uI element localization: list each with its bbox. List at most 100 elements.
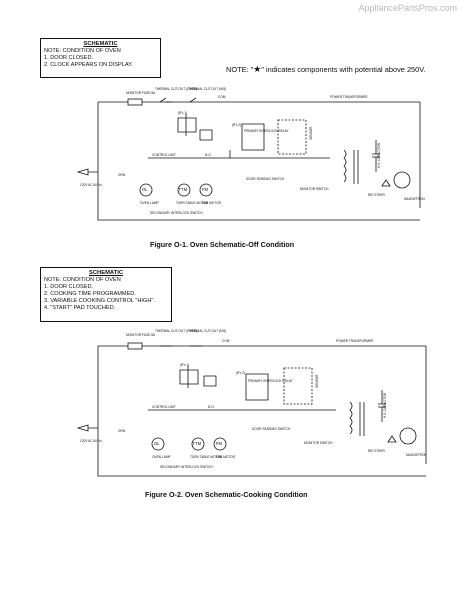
ry2-label: (RY-2) — [236, 371, 245, 375]
note-line: 2. COOKING TIME PROGRAMMED. — [44, 291, 136, 297]
hv-capacitor — [372, 140, 380, 172]
monitor-fuse-label: MONITOR FUSE 8A — [126, 91, 156, 95]
thermal-cutout-oven-label: THERMAL CUT-OUT (OVEN) — [155, 87, 197, 91]
rectifier-label: RECTIFIER — [368, 193, 386, 197]
high-voltage-note-suffix: " indicates components with potential ab… — [261, 65, 426, 74]
primary-interlock-label: PRIMARY INTERLOCK RELAY — [244, 129, 290, 133]
monitor-switch-label: MONITOR SWITCH — [300, 187, 329, 191]
grn-label: GRN — [118, 429, 126, 433]
schematic-note-heading: SCHEMATIC — [83, 41, 118, 47]
primary-interlock-label: PRIMARY INTERLOCK RELAY — [248, 379, 294, 383]
thermal-cutout-mg-label: THERMAL CUT-OUT (MG) — [188, 329, 226, 333]
wire-line-top — [97, 101, 421, 221]
ol-label: OL — [142, 187, 148, 192]
primary-interlock-relay — [241, 123, 265, 151]
relay-ry1 — [177, 114, 197, 136]
control-unit-label: CONTROL UNIT — [152, 405, 176, 409]
ac-label: 120V AC 60 Hz — [80, 183, 102, 187]
no-label: N.O. — [205, 153, 212, 157]
capacitor-label: H.V. CAPACITOR — [377, 142, 381, 168]
com-label: COM. — [218, 95, 226, 99]
schematic-diagram-1: MONITOR FUSE 8A THERMAL CUT-OUT (OVEN) T… — [76, 87, 425, 221]
note-line: 3. VARIABLE COOKING CONTROL "HIGH". — [44, 298, 155, 304]
rectifier-label: RECTIFIER — [368, 449, 386, 453]
note-line: NOTE: CONDITION OF OVEN — [44, 48, 121, 54]
relay-ry1 — [179, 366, 199, 388]
ttm-label: TTM — [179, 187, 188, 192]
oven-lamp-symbol — [139, 183, 153, 197]
power-plug — [76, 168, 98, 176]
note-line: 1. DOOR CLOSED. — [44, 284, 94, 290]
primary-interlock-relay — [245, 373, 269, 401]
fm-label: FM — [202, 187, 209, 192]
secondary-interlock-label: SECONDARY INTERLOCK SWITCH — [160, 465, 213, 469]
secondary-interlock-label: SECONDARY INTERLOCK SWITCH — [150, 211, 203, 215]
high-voltage-note: NOTE: "★" indicates components with pote… — [226, 64, 426, 75]
ry2-label: (RY-2) — [232, 123, 241, 127]
ry1-label: (RY-1) — [180, 363, 189, 367]
thermal-cutout-mg-label: THERMAL CUT-OUT (MG) — [188, 87, 226, 91]
sensor-block — [283, 367, 313, 405]
sensor-label: SENSOR — [309, 126, 313, 140]
fan-motor-symbol — [199, 183, 213, 197]
power-transformer-label: POWER TRANSFORMER — [330, 95, 368, 99]
figure-caption-2: Figure O-2. Oven Schematic-Cooking Condi… — [145, 490, 308, 499]
fan-motor-label: FAN MOTOR — [202, 201, 222, 205]
sensor-label: SENSOR — [315, 374, 319, 388]
ac-label: 120V AC 60 Hz — [80, 439, 102, 443]
rectifier — [387, 435, 397, 443]
control-line — [148, 150, 330, 159]
fan-motor-label: FAN MOTOR — [216, 455, 236, 459]
fm-label: FM — [216, 441, 223, 446]
power-transformer — [349, 401, 365, 436]
ry1-label: (RY-1) — [178, 111, 187, 115]
schematic-note-box-1: SCHEMATIC NOTE: CONDITION OF OVEN 1. DOO… — [40, 38, 161, 78]
note-line: 2. CLOCK APPEARS ON DISPLAY. — [44, 62, 133, 68]
rectifier — [381, 179, 391, 187]
grn-label: GRN — [118, 173, 126, 177]
thermal-cutout-oven-label: THERMAL CUT-OUT (OVEN) — [155, 329, 197, 333]
sensor-block — [277, 119, 307, 155]
thermal-cutout-oven — [159, 97, 172, 103]
ol-label: OL — [154, 441, 160, 446]
wire-line-top — [97, 345, 427, 477]
note-line: 1. DOOR CLOSED. — [44, 55, 94, 61]
schematic-diagram-2: MONITOR FUSE 8A THERMAL CUT-OUT (OVEN) T… — [76, 329, 427, 477]
com-label: COM. — [222, 339, 230, 343]
watermark: AppliancePartsPros.com — [358, 3, 457, 13]
figure-caption-1: Figure O-1. Oven Schematic-Off Condition — [150, 240, 295, 249]
monitor-switch-label: MONITOR SWITCH — [304, 441, 333, 445]
capacitor-label: H.V. CAPACITOR — [383, 392, 387, 418]
note-line: 4. "START" PAD TOUCHED. — [44, 305, 116, 311]
monitor-fuse — [127, 98, 143, 106]
magnetron-label: MAGNETRON — [404, 197, 425, 201]
magnetron-symbol — [399, 427, 417, 445]
monitor-fuse — [127, 342, 143, 350]
fan-motor-symbol — [213, 437, 227, 451]
thermal-cutout-mg — [189, 97, 197, 103]
power-transformer — [343, 149, 359, 184]
oven-lamp-label: OVEN LAMP — [152, 455, 171, 459]
magnetron-label: MAGNETRON — [406, 453, 427, 457]
control-unit-label: CONTROL UNIT — [152, 153, 176, 157]
turntable-motor-label: TURN TABLE MOTOR — [176, 201, 209, 205]
hv-capacitor — [378, 390, 386, 422]
ttm-label: TTM — [193, 441, 202, 446]
door-sensing-label: DOOR SENSING SWITCH — [246, 177, 285, 181]
relay-ry2 — [199, 129, 213, 141]
power-plug — [76, 424, 98, 432]
door-sensing-label: DOOR SENSING SWITCH — [252, 427, 291, 431]
high-voltage-note-prefix: NOTE: " — [226, 65, 254, 74]
note-line: NOTE: CONDITION OF OVEN — [44, 277, 121, 283]
power-transformer-label: POWER TRANSFORMER — [336, 339, 374, 343]
turntable-motor-symbol — [191, 437, 205, 451]
turntable-motor-label: TURN TABLE MOTOR — [190, 455, 223, 459]
oven-lamp-label: OVEN LAMP — [140, 201, 159, 205]
no-label: N.O. — [208, 405, 215, 409]
magnetron-symbol — [393, 171, 411, 189]
schematic-note-heading: SCHEMATIC — [88, 270, 124, 276]
turntable-motor-symbol — [177, 183, 191, 197]
relay-ry2 — [203, 375, 217, 387]
oven-lamp-symbol — [151, 437, 165, 451]
monitor-fuse-label: MONITOR FUSE 8A — [126, 333, 156, 337]
